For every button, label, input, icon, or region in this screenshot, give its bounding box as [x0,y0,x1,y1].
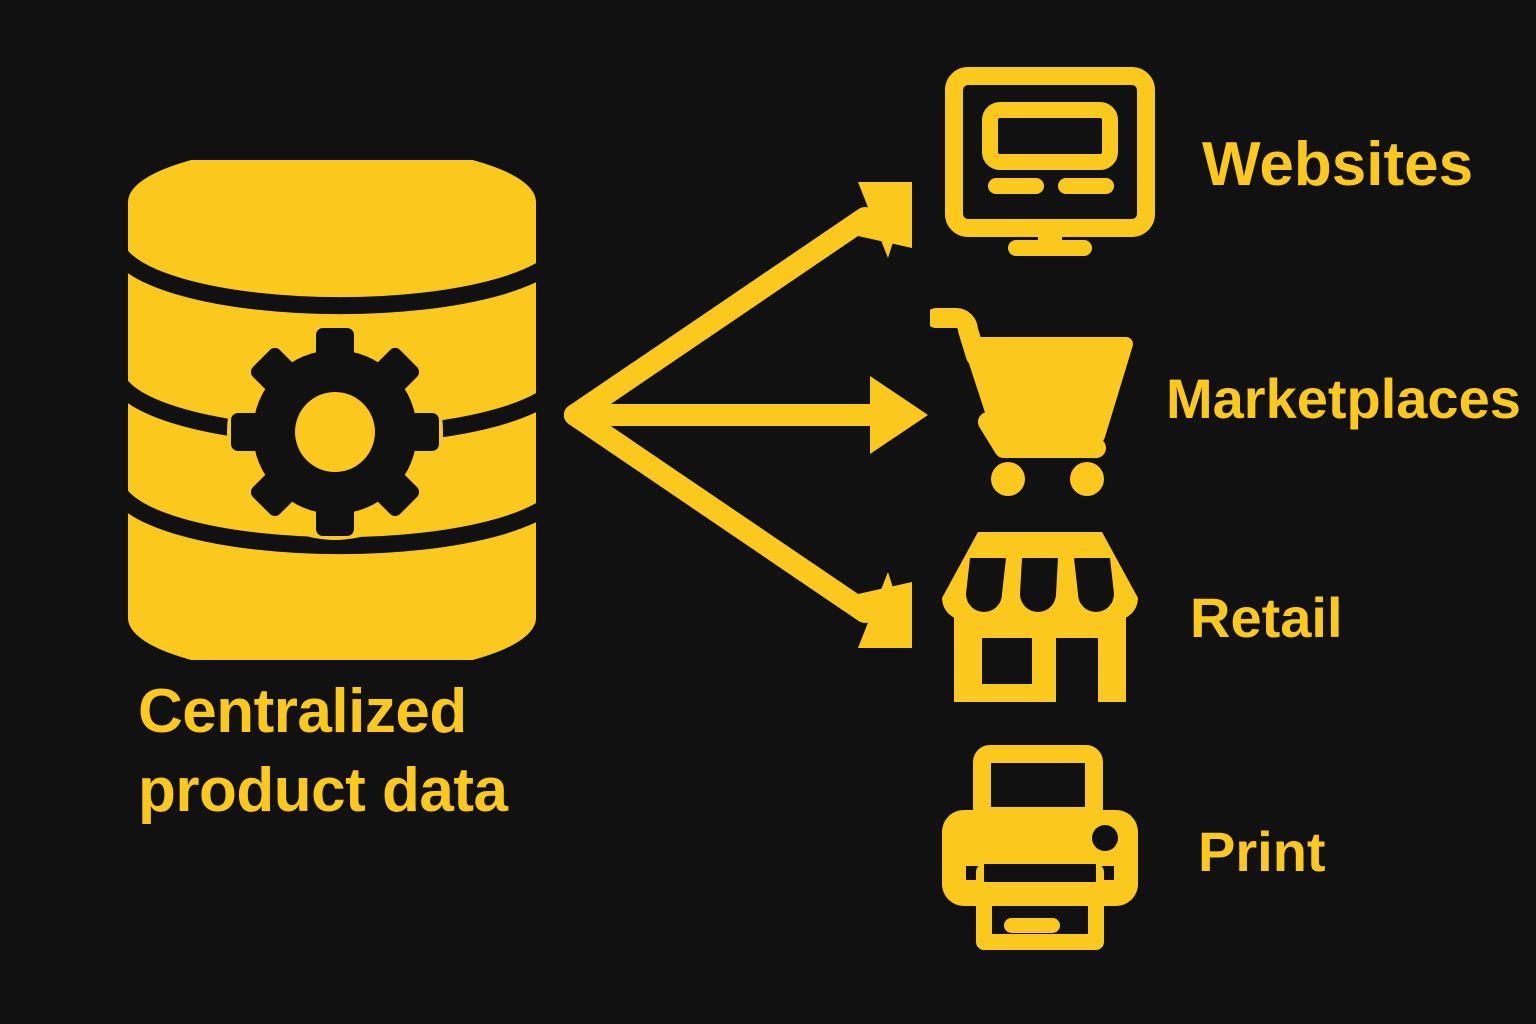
channel-list: Websites Marketplaces [926,0,1536,1024]
database-gear-icon [120,144,560,676]
source-caption-line-1: Centralized [138,677,467,746]
printer-icon [930,742,1150,962]
monitor-icon [930,62,1170,267]
source-caption-line-2: product data [138,756,508,826]
shopping-cart-icon [926,296,1140,501]
channel-label-retail: Retail [1190,585,1343,649]
source-caption: Centralized product data [110,672,630,831]
channel-item-websites[interactable]: Websites [930,62,1473,267]
distribution-arrows [540,140,960,680]
source-node: Centralized product data [0,0,640,1024]
storefront-icon [930,520,1150,715]
channel-item-marketplaces[interactable]: Marketplaces [926,296,1521,501]
channel-item-retail[interactable]: Retail [930,520,1343,715]
channel-item-print[interactable]: Print [930,742,1326,962]
channel-label-marketplaces: Marketplaces [1166,366,1521,430]
channel-label-print: Print [1198,820,1326,883]
channel-label-websites: Websites [1202,129,1474,199]
